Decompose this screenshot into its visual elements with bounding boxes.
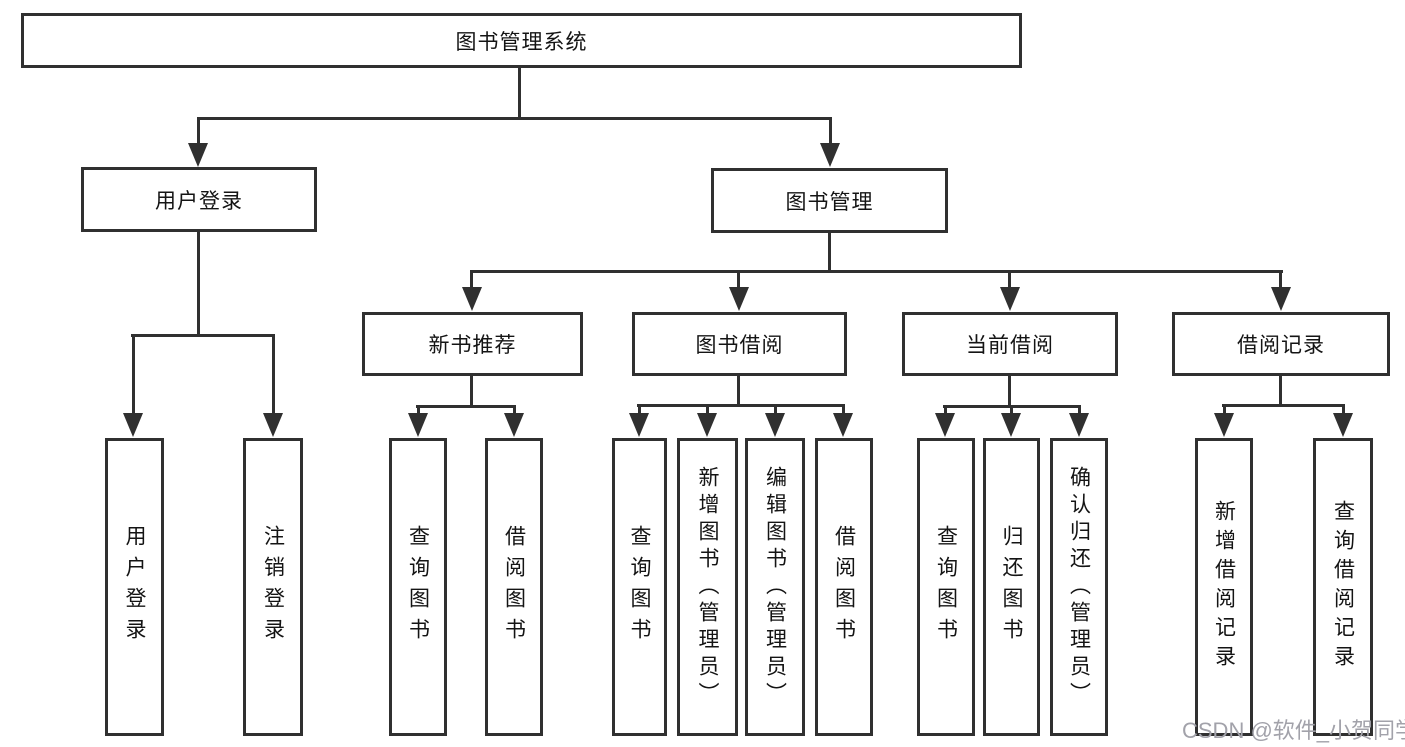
leaf-label: 查询图书 [934, 525, 958, 649]
arrow-down-icon [188, 143, 208, 167]
arrow-down-icon [765, 413, 785, 437]
connector-line [943, 405, 1081, 408]
leaf-label: 借阅图书 [502, 525, 526, 649]
leaf-query-book-recommend: 查询图书 [389, 438, 447, 736]
node-root-library-system: 图书管理系统 [21, 13, 1022, 68]
arrow-down-icon [820, 143, 840, 167]
leaf-query-book-borrow: 查询图书 [612, 438, 667, 736]
connector-line [842, 406, 845, 414]
csdn-watermark: CSDN @软件_小贺同学 [1182, 718, 1405, 743]
node-label: 用户登录 [155, 189, 243, 213]
connector-line [518, 68, 521, 119]
leaf-borrow-book-borrow: 借阅图书 [815, 438, 873, 736]
arrow-down-icon [1333, 413, 1353, 437]
leaf-label: 借阅图书 [832, 525, 856, 649]
leaf-return-book: 归还图书 [983, 438, 1040, 736]
arrow-down-icon [935, 413, 955, 437]
connector-line [706, 406, 709, 414]
node-book-management: 图书管理 [711, 168, 948, 233]
connector-line [197, 117, 832, 120]
connector-line [416, 405, 516, 408]
connector-line [197, 232, 200, 336]
leaf-logout: 注销登录 [243, 438, 303, 736]
node-current-borrow: 当前借阅 [902, 312, 1118, 376]
connector-line [272, 336, 275, 414]
leaf-add-book-admin: 新增图书（管理员） [677, 438, 738, 736]
leaf-label: 编辑图书（管理员） [763, 465, 787, 709]
arrow-down-icon [263, 413, 283, 437]
node-label: 图书借阅 [695, 334, 784, 357]
node-label: 新书推荐 [428, 334, 517, 357]
connector-line [513, 407, 516, 415]
node-label: 借阅记录 [1237, 334, 1325, 357]
connector-line [1078, 407, 1081, 415]
arrow-down-icon [123, 413, 143, 437]
leaf-label: 查询图书 [406, 525, 430, 649]
connector-line [131, 334, 275, 337]
arrow-down-icon [1069, 413, 1089, 437]
leaf-query-borrow-record: 查询借阅记录 [1313, 438, 1373, 736]
connector-line [470, 270, 1283, 273]
connector-line [638, 406, 641, 414]
node-label: 图书管理系统 [455, 30, 588, 54]
connector-line [1008, 272, 1011, 288]
leaf-edit-book-admin: 编辑图书（管理员） [745, 438, 805, 736]
leaf-borrow-book-recommend: 借阅图书 [485, 438, 543, 736]
leaf-label: 用户登录 [123, 525, 146, 649]
arrow-down-icon [833, 413, 853, 437]
connector-line [829, 119, 832, 146]
arrow-down-icon [729, 287, 749, 311]
connector-line [737, 376, 740, 406]
connector-line [1008, 376, 1011, 408]
leaf-label: 注销登录 [261, 525, 285, 649]
node-label: 当前借阅 [966, 334, 1054, 357]
leaf-label: 归还图书 [1000, 525, 1023, 649]
connector-line [774, 406, 777, 414]
leaf-add-borrow-record: 新增借阅记录 [1195, 438, 1253, 736]
connector-line [637, 404, 845, 407]
leaf-confirm-return-admin: 确认归还（管理员） [1050, 438, 1108, 736]
arrow-down-icon [1214, 413, 1234, 437]
node-label: 图书管理 [785, 190, 874, 214]
leaf-query-book-current: 查询图书 [917, 438, 975, 736]
leaf-label: 新增借阅记录 [1212, 500, 1236, 674]
connector-line [944, 407, 947, 415]
connector-line [1010, 407, 1013, 415]
connector-line [197, 119, 200, 146]
connector-line [1222, 404, 1345, 407]
leaf-label: 确认归还（管理员） [1067, 465, 1091, 709]
arrow-down-icon [697, 413, 717, 437]
leaf-label: 新增图书（管理员） [696, 465, 719, 709]
connector-line [417, 407, 420, 415]
node-borrow-record: 借阅记录 [1172, 312, 1390, 376]
connector-line [1223, 406, 1226, 414]
connector-line [470, 376, 473, 408]
arrow-down-icon [1001, 413, 1021, 437]
arrow-down-icon [504, 413, 524, 437]
arrow-down-icon [408, 413, 428, 437]
leaf-label: 查询借阅记录 [1331, 500, 1355, 674]
connector-line [1279, 272, 1282, 288]
node-new-book-recommend: 新书推荐 [362, 312, 583, 376]
connector-line [828, 233, 831, 272]
arrow-down-icon [462, 287, 482, 311]
leaf-user-login: 用户登录 [105, 438, 164, 736]
connector-line [1342, 406, 1345, 414]
node-book-borrow: 图书借阅 [632, 312, 847, 376]
arrow-down-icon [1000, 287, 1020, 311]
leaf-label: 查询图书 [628, 525, 651, 649]
arrow-down-icon [629, 413, 649, 437]
connector-line [1279, 376, 1282, 406]
connector-line [737, 272, 740, 288]
connector-line [470, 272, 473, 288]
connector-line [132, 336, 135, 414]
node-user-login: 用户登录 [81, 167, 317, 232]
arrow-down-icon [1271, 287, 1291, 311]
